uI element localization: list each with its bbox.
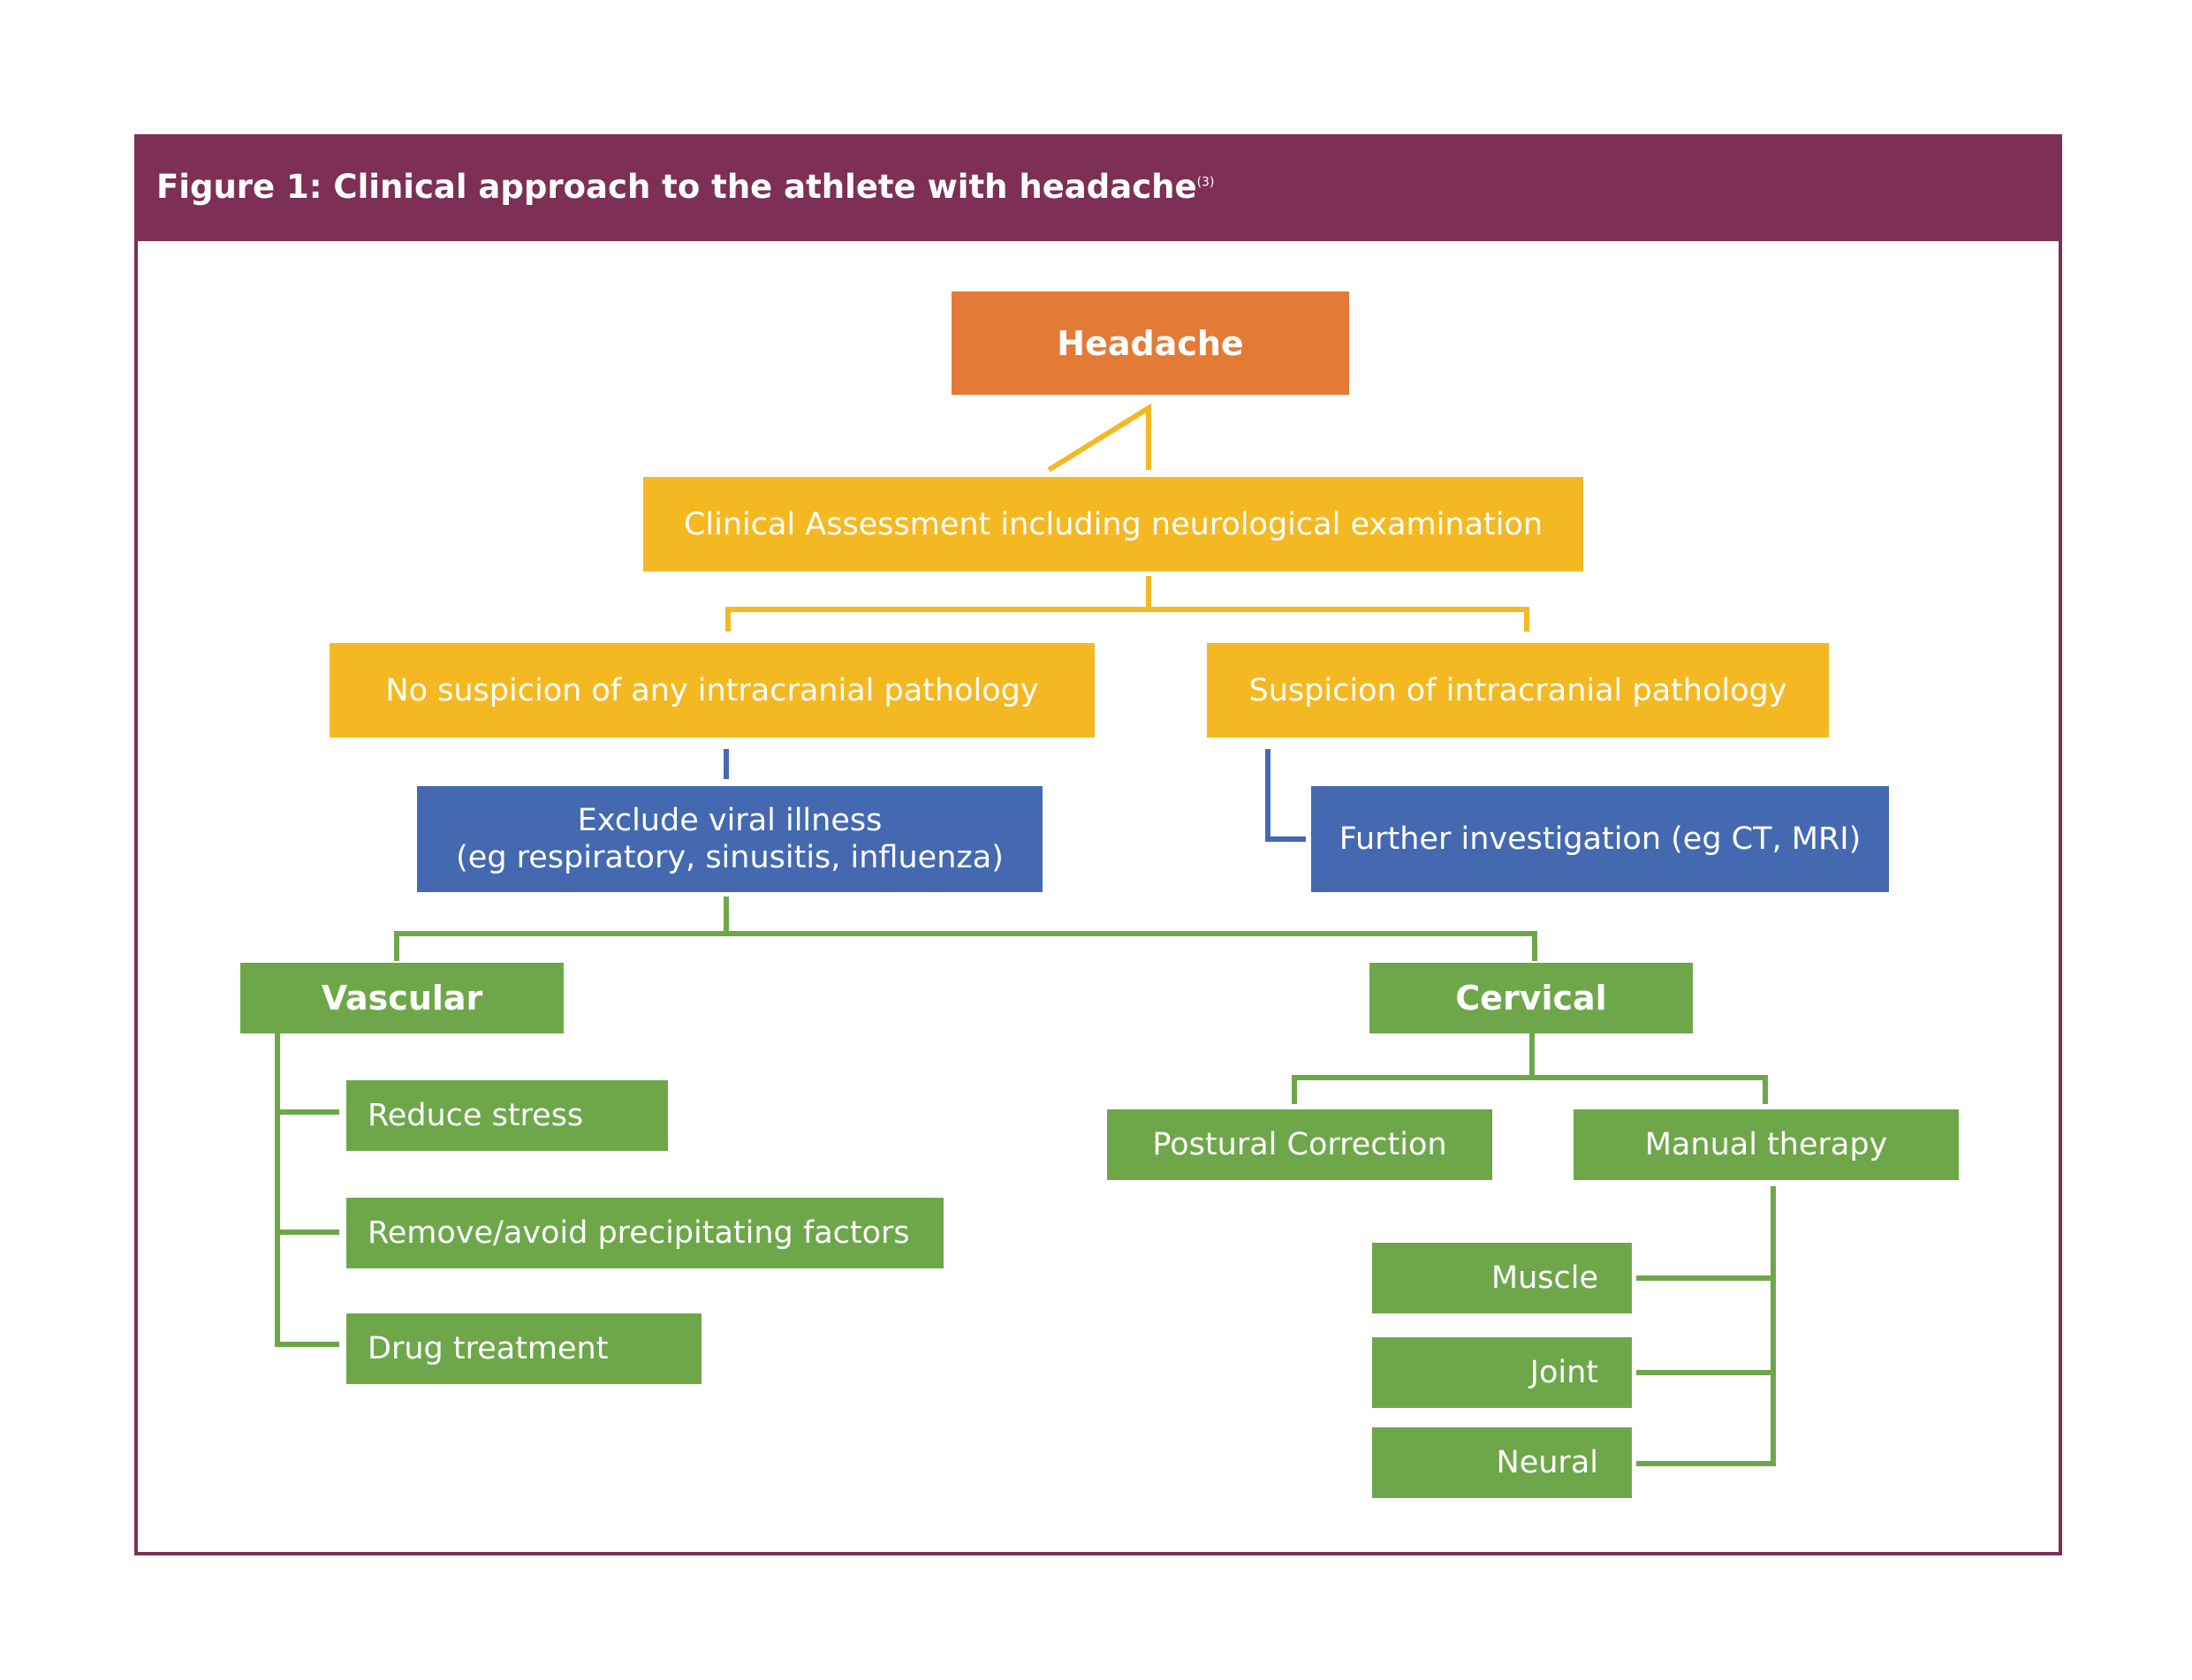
connector-vascular-trunk — [275, 1031, 339, 1347]
connector-assessment-split — [725, 607, 1529, 632]
node-manual-therapy-label: Manual therapy — [1644, 1127, 1888, 1162]
node-neural: Neural — [1372, 1427, 1632, 1498]
node-exclude-viral-line1: Exclude viral illness — [577, 803, 883, 838]
figure-title: Figure 1: Clinical approach to the athle… — [156, 168, 1214, 206]
figure-title-text: Figure 1: Clinical approach to the athle… — [156, 168, 1197, 206]
connector-suspicion-to-investigation — [1265, 749, 1306, 842]
node-further-investigation: Further investigation (eg CT, MRI) — [1311, 786, 1889, 892]
figure-header — [134, 134, 2062, 241]
connector-manual-trunk — [1636, 1186, 1776, 1466]
node-reduce-stress-label: Reduce stress — [368, 1098, 584, 1133]
node-clinical-assessment-label: Clinical Assessment including neurologic… — [683, 506, 1544, 542]
node-remove-avoid: Remove/avoid precipitating factors — [346, 1198, 944, 1268]
node-remove-avoid-label: Remove/avoid precipitating factors — [368, 1215, 910, 1251]
node-exclude-viral: Exclude viral illness (eg respiratory, s… — [417, 786, 1043, 892]
blue-connectors — [724, 749, 1306, 842]
node-drug-treatment: Drug treatment — [346, 1313, 702, 1384]
node-muscle: Muscle — [1372, 1243, 1632, 1313]
node-further-investigation-label: Further investigation (eg CT, MRI) — [1339, 821, 1862, 857]
node-postural-correction-label: Postural Correction — [1152, 1127, 1447, 1162]
node-drug-treatment-label: Drug treatment — [368, 1331, 609, 1366]
node-headache-label: Headache — [1057, 323, 1244, 363]
yellow-connectors — [725, 403, 1529, 632]
node-cervical-label: Cervical — [1455, 979, 1607, 1018]
node-joint-label: Joint — [1529, 1355, 1598, 1390]
connector-vascular-cervical-split — [394, 931, 1537, 961]
green-connectors — [275, 897, 1776, 1466]
figure-title-reference: (3) — [1196, 175, 1215, 190]
node-clinical-assessment: Clinical Assessment including neurologic… — [643, 477, 1583, 571]
connector-headache-to-assessment — [1047, 403, 1151, 473]
node-suspicion-label: Suspicion of intracranial pathology — [1248, 672, 1787, 708]
connector-cervical-split — [1292, 1075, 1768, 1104]
node-headache: Headache — [952, 291, 1349, 395]
node-exclude-viral-line2: (eg respiratory, sinusitis, influenza) — [456, 840, 1004, 875]
node-neural-label: Neural — [1496, 1445, 1598, 1480]
node-suspicion: Suspicion of intracranial pathology — [1207, 643, 1829, 738]
node-joint: Joint — [1372, 1337, 1632, 1408]
node-reduce-stress: Reduce stress — [346, 1080, 668, 1151]
node-muscle-label: Muscle — [1490, 1260, 1598, 1296]
node-vascular-label: Vascular — [321, 979, 483, 1018]
node-manual-therapy: Manual therapy — [1574, 1109, 1959, 1180]
node-postural-correction: Postural Correction — [1107, 1109, 1492, 1180]
node-cervical: Cervical — [1369, 963, 1693, 1033]
node-vascular: Vascular — [240, 963, 564, 1033]
node-no-suspicion-label: No suspicion of any intracranial patholo… — [385, 672, 1039, 708]
node-no-suspicion: No suspicion of any intracranial patholo… — [330, 643, 1095, 738]
